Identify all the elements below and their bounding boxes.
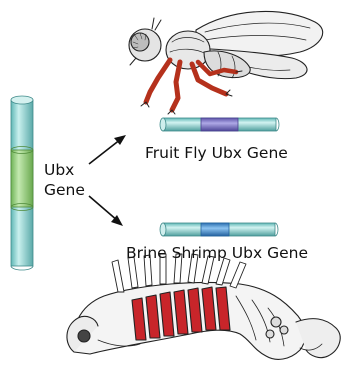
ubx-gene-tube [11,96,33,270]
fruit-fly-gene-label: Fruit Fly Ubx Gene [145,146,288,162]
fruit-fly-gene-tube [160,118,279,131]
arrow-down-right-icon [89,196,123,226]
brine-shrimp-gene-tube [160,223,278,236]
ubx-gene-label-line2: Gene [44,183,85,199]
ubx-gene-label-line1: Ubx [44,163,74,179]
shrimp-ubx-segment [201,223,229,236]
arrow-up-right-icon [89,135,126,164]
ubx-segment [11,150,33,207]
brine-shrimp-gene-label: Brine Shrimp Ubx Gene [126,246,308,262]
fly-ubx-segment [201,118,238,131]
fruit-fly-illustration [129,12,323,114]
brine-shrimp-illustration [67,254,340,359]
